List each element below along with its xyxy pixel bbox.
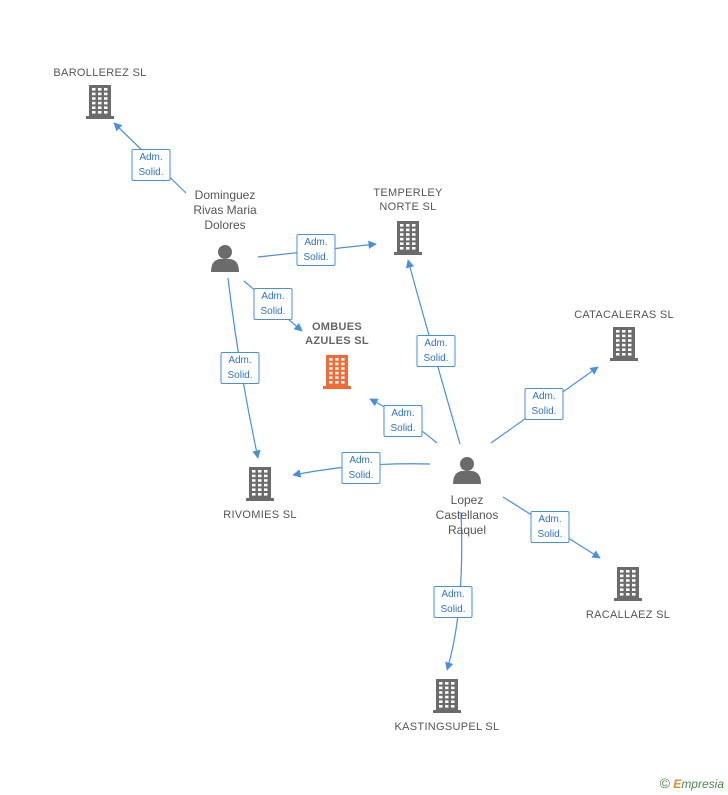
node-label-catacaleras[interactable]: CATACALERAS SL (574, 309, 674, 321)
edge-label-dominguez-barollerez[interactable]: Adm. Solid. (131, 149, 171, 181)
building-icon-kastingsupel[interactable] (433, 679, 461, 713)
nodes-layer (86, 85, 642, 713)
building-icon-temperley[interactable] (394, 221, 422, 255)
brand-initial: E (673, 777, 682, 791)
building-icon-barollerez[interactable] (86, 85, 114, 119)
edge-label-lopez-rivomies[interactable]: Adm. Solid. (341, 452, 381, 484)
copyright-symbol: © (659, 775, 670, 791)
node-label-lopez[interactable]: Lopez Castellanos Raquel (435, 493, 499, 537)
brand-name: mpresia (681, 777, 724, 791)
node-label-dominguez[interactable]: Dominguez Rivas Maria Dolores (193, 188, 257, 232)
building-icon-racallaez[interactable] (614, 567, 642, 601)
edge-label-dominguez-rivomies[interactable]: Adm. Solid. (220, 352, 260, 384)
edge-label-lopez-kastingsupel[interactable]: Adm. Solid. (433, 586, 473, 618)
building-icon-rivomies[interactable] (246, 467, 274, 501)
building-icon-catacaleras[interactable] (610, 327, 638, 361)
edge-label-dominguez-ombues[interactable]: Adm. Solid. (253, 288, 293, 320)
node-label-rivomies[interactable]: RIVOMIES SL (223, 509, 297, 521)
edge-label-lopez-ombues[interactable]: Adm. Solid. (383, 405, 423, 437)
node-label-barollerez[interactable]: BAROLLEREZ SL (53, 67, 147, 79)
edge-label-lopez-temperley[interactable]: Adm. Solid. (416, 335, 456, 367)
footer-brand[interactable]: © Empresia (660, 775, 724, 791)
person-icon-dominguez[interactable] (211, 245, 239, 272)
edge-label-dominguez-temperley[interactable]: Adm. Solid. (296, 234, 336, 266)
edge-label-lopez-racallaez[interactable]: Adm. Solid. (530, 511, 570, 543)
node-label-ombues[interactable]: OMBUES AZULES SL (305, 321, 369, 347)
edge-label-lopez-catacaleras[interactable]: Adm. Solid. (524, 388, 564, 420)
building-icon-ombues[interactable] (323, 355, 351, 389)
node-label-kastingsupel[interactable]: KASTINGSUPEL SL (394, 721, 500, 733)
person-icon-lopez[interactable] (453, 457, 481, 484)
node-label-temperley[interactable]: TEMPERLEY NORTE SL (373, 187, 443, 213)
node-label-racallaez[interactable]: RACALLAEZ SL (585, 609, 671, 621)
